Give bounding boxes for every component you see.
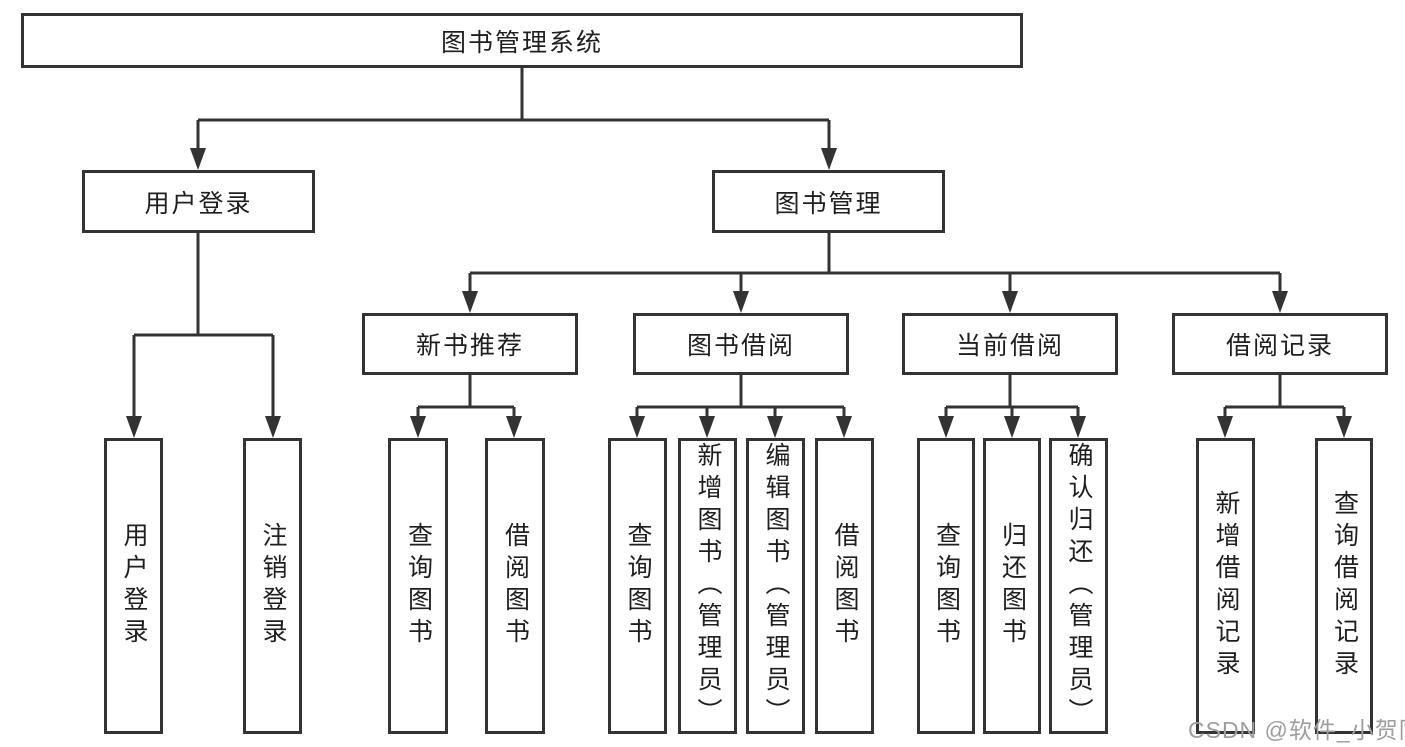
connector-book-borrow-group <box>629 375 852 438</box>
leaf-add-borrow-record: 新增借阅记录 <box>1196 438 1255 734</box>
node-book-borrow: 图书借阅 <box>633 313 849 375</box>
connector-root-to-level2 <box>190 68 837 170</box>
leaf-query-books-current: 查询图书 <box>917 438 975 734</box>
leaf-query-books-recommend: 查询图书 <box>388 438 448 734</box>
connector-new-book-recommend-group <box>410 375 522 438</box>
leaf-user-login: 用户登录 <box>104 438 163 734</box>
node-current-borrow: 当前借阅 <box>902 313 1118 375</box>
node-user-login: 用户登录 <box>82 170 315 233</box>
leaf-return-book: 归还图书 <box>983 438 1041 734</box>
connector-book-management-group <box>462 233 1288 313</box>
leaf-borrow-books-recommend: 借阅图书 <box>485 438 545 734</box>
leaf-borrow-books: 借阅图书 <box>815 438 874 734</box>
leaf-logout: 注销登录 <box>243 438 302 734</box>
leaf-query-borrow-record: 查询借阅记录 <box>1315 438 1373 734</box>
leaf-add-book-admin: 新增图书（管理员） <box>678 438 737 734</box>
node-new-book-recommend: 新书推荐 <box>362 313 578 375</box>
leaf-confirm-return-admin: 确认归还（管理员） <box>1049 438 1108 734</box>
leaf-query-books-borrow: 查询图书 <box>608 438 667 734</box>
csdn-watermark: CSDN @软件_小贺同学 <box>1188 717 1405 743</box>
connector-current-borrow-group <box>938 375 1086 438</box>
connector-user-login-group <box>126 233 281 438</box>
node-borrow-records: 借阅记录 <box>1172 313 1388 375</box>
connector-borrow-records-group <box>1217 375 1352 438</box>
leaf-edit-book-admin: 编辑图书（管理员） <box>746 438 805 734</box>
node-library-system: 图书管理系统 <box>21 13 1023 68</box>
node-book-management: 图书管理 <box>712 170 945 233</box>
